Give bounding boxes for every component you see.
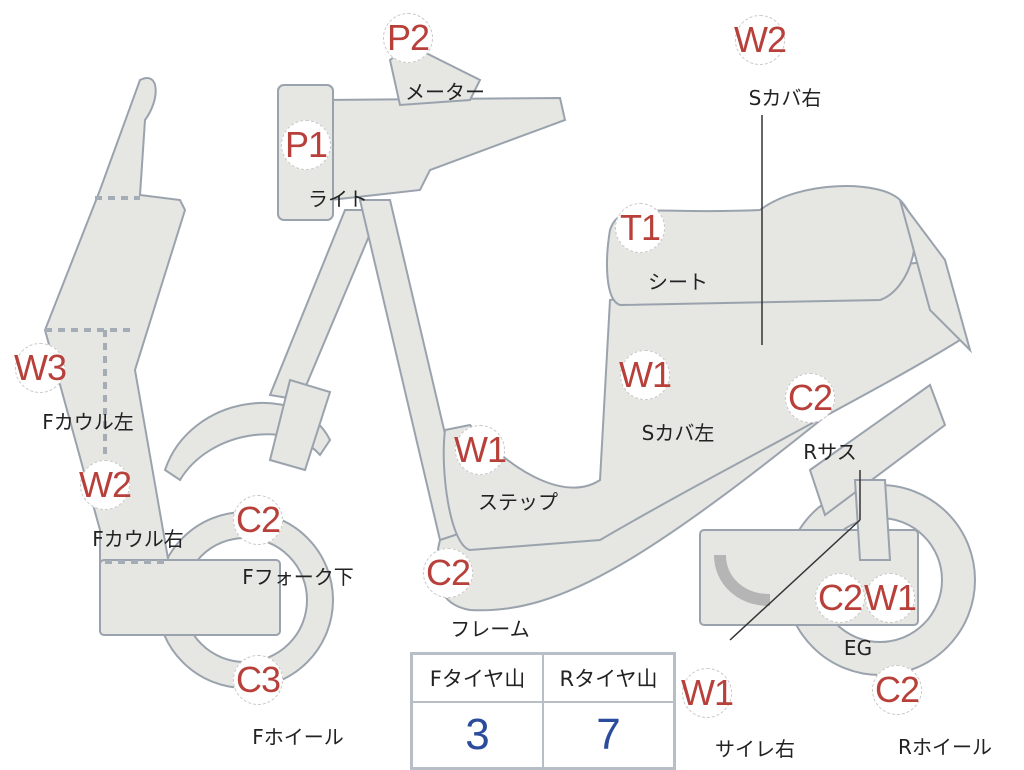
front-tire-value: 3	[410, 701, 544, 770]
code-badge: W1	[619, 350, 672, 400]
tire-tread-table: Fタイヤ山 Rタイヤ山 3 7	[410, 652, 676, 770]
part-label: Sカバ右	[748, 86, 822, 110]
part-label: Fフォーク下	[242, 565, 354, 589]
part-label: シート	[648, 270, 708, 294]
code-badge: P2	[383, 13, 433, 63]
code-badge: C2	[423, 548, 473, 598]
front-tire-header: Fタイヤ山	[410, 652, 544, 703]
code-badge: W2	[734, 15, 787, 65]
code-badge: W1	[681, 668, 734, 718]
code-badge: P1	[281, 120, 331, 170]
part-label: Sカバ左	[641, 421, 715, 445]
code-badge: C2	[233, 495, 283, 545]
rear-tire-value: 7	[542, 701, 676, 770]
rear-tire-header: Rタイヤ山	[542, 652, 676, 703]
code-badge: C2	[815, 573, 865, 623]
code-badge: W1	[864, 573, 917, 623]
code-badge: C3	[233, 655, 283, 705]
part-label: サイレ右	[715, 737, 795, 761]
part-label: メーター	[405, 80, 485, 104]
part-label: ライト	[308, 187, 368, 211]
front-cowl	[43, 77, 187, 571]
part-label: Fカウル右	[92, 527, 184, 551]
code-badge: W2	[79, 460, 132, 510]
rear-shock	[808, 383, 947, 517]
front-fork	[268, 209, 382, 402]
code-badge: C2	[785, 373, 835, 423]
part-label: Rホイール	[898, 735, 992, 759]
code-badge: T1	[615, 203, 665, 253]
code-badge: W3	[14, 343, 67, 393]
part-label: Fカウル左	[42, 410, 134, 434]
part-label: Rサス	[803, 440, 857, 464]
part-label: フレーム	[450, 617, 530, 641]
seat	[606, 185, 916, 307]
code-badge: C2	[872, 665, 922, 715]
part-label: ステップ	[478, 490, 558, 514]
part-label: Fホイール	[252, 725, 344, 749]
code-badge: W1	[454, 425, 507, 475]
part-label: EG	[843, 636, 873, 660]
